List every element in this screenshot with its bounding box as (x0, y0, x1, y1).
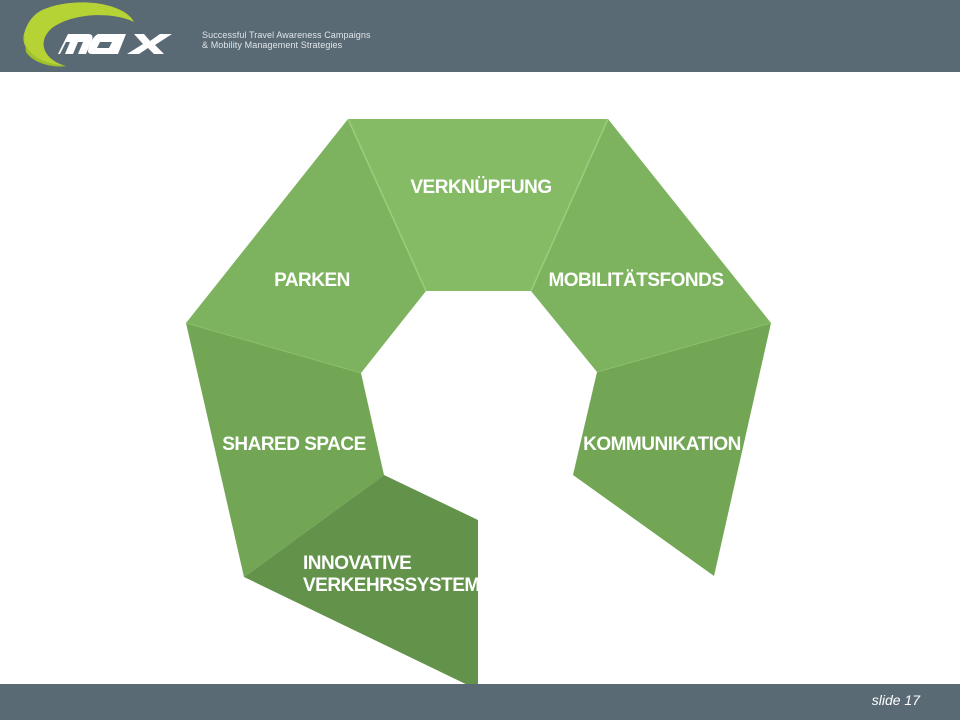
segment-verknuepfung (348, 119, 608, 291)
segment-kommunikation (573, 323, 771, 576)
label-mobilitaetsfonds: MOBILITÄTSFONDS (548, 270, 723, 291)
segment-parken (186, 119, 426, 373)
slide-number: slide 17 (871, 692, 920, 708)
logo-letter-m (58, 34, 93, 54)
footer-bar (0, 684, 960, 720)
header-bar: Successful Travel Awareness Campaigns & … (0, 0, 960, 72)
max-logo (23, 2, 172, 67)
logo-swoosh (23, 2, 134, 66)
label-shared-space: SHARED SPACE (222, 434, 366, 455)
label-parken: PARKEN (274, 270, 350, 291)
label-verknuepfung: VERKNÜPFUNG (410, 177, 551, 198)
header-tagline: Successful Travel Awareness Campaigns & … (202, 30, 371, 50)
tagline-line-2: & Mobility Management Strategies (202, 40, 343, 50)
label-innovative: INNOVATIVE (303, 553, 411, 574)
tagline-line-1: Successful Travel Awareness Campaigns (202, 30, 371, 40)
logo-letter-a (88, 34, 126, 54)
label-verkehrssysteme: VERKEHRSSYSTEME (303, 575, 492, 596)
segment-shared-space (186, 323, 384, 577)
segment-innovative-verkehrssysteme (244, 475, 478, 690)
label-kommunikation: KOMMUNIKATION (583, 434, 741, 455)
logo-letter-x (127, 34, 172, 54)
segment-mobilitaetsfonds (531, 119, 771, 372)
